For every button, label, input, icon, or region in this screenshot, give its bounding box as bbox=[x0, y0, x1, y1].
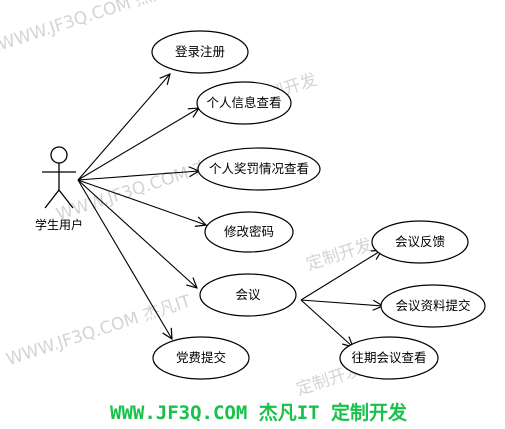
watermark-banner: WWW.JF3Q.COM 杰凡IT 定制开发 bbox=[110, 402, 408, 424]
use-case-password-ellipse[interactable] bbox=[204, 211, 294, 253]
use-case-feedback-ellipse[interactable] bbox=[371, 220, 469, 264]
assoc-meeting-materials bbox=[300, 299, 383, 306]
use-case-register-label: 登录注册 bbox=[175, 44, 225, 59]
actor-leg-right bbox=[58, 189, 74, 209]
assoc-meeting bbox=[77, 179, 197, 288]
use-case-register-ellipse[interactable] bbox=[151, 30, 249, 74]
use-case-materials-ellipse[interactable] bbox=[380, 284, 486, 328]
use-case-personal-info-ellipse[interactable] bbox=[196, 81, 292, 125]
use-case-rewards-label: 个人奖罚情况查看 bbox=[209, 161, 309, 176]
use-case-personal-info-label: 个人信息查看 bbox=[206, 95, 281, 110]
actor-head bbox=[50, 146, 68, 164]
use-case-past-label: 往期会议查看 bbox=[351, 350, 426, 365]
use-case-materials-label: 会议资料提交 bbox=[395, 298, 470, 313]
use-case-meeting-ellipse[interactable] bbox=[199, 273, 297, 317]
use-case-meeting-label: 会议 bbox=[235, 287, 261, 302]
use-case-party-fee-label: 党费提交 bbox=[176, 350, 226, 365]
assoc-rewards bbox=[77, 171, 199, 181]
use-case-feedback-label: 会议反馈 bbox=[395, 234, 445, 249]
use-case-rewards-ellipse[interactable] bbox=[197, 147, 321, 191]
actor-figure bbox=[42, 146, 76, 209]
assoc-party-fee bbox=[77, 179, 172, 339]
use-case-party-fee-ellipse[interactable] bbox=[152, 336, 250, 380]
assoc-meeting-feedback bbox=[300, 250, 382, 301]
assoc-meeting-past bbox=[300, 299, 353, 347]
assoc-personal-info bbox=[77, 108, 199, 181]
use-case-password-label: 修改密码 bbox=[224, 224, 274, 239]
actor-leg-left bbox=[44, 189, 60, 209]
assoc-register bbox=[77, 74, 170, 181]
assoc-password bbox=[77, 179, 206, 225]
use-case-past-ellipse[interactable] bbox=[339, 336, 439, 380]
actor-label: 学生用户 bbox=[35, 217, 83, 232]
